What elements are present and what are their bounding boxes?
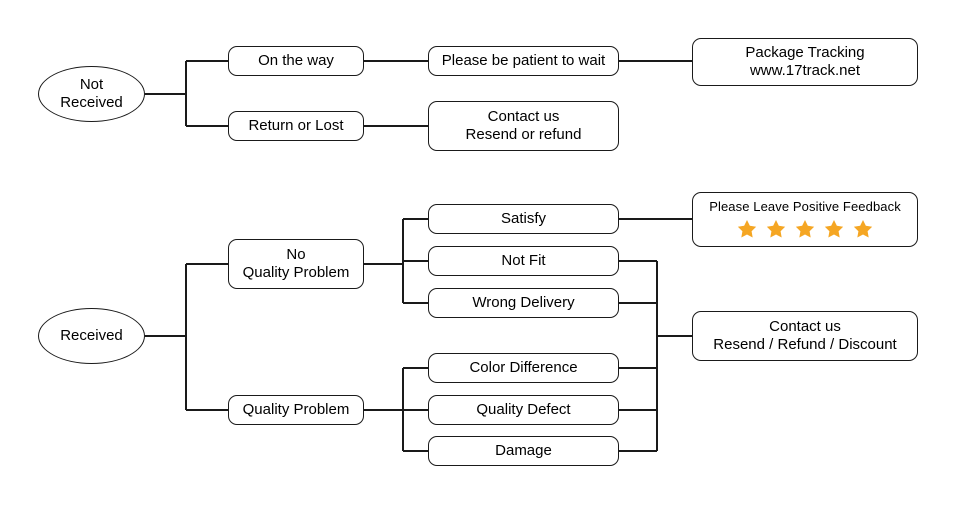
node-quality-problem-label: Quality Problem [242, 401, 350, 419]
star-rating[interactable] [736, 218, 874, 240]
positive-feedback-title: Please Leave Positive Feedback [709, 199, 901, 215]
node-on-the-way-label: On the way [258, 52, 334, 70]
node-satisfy-label: Satisfy [500, 210, 546, 228]
node-please-be-patient[interactable]: Please be patient to wait [428, 46, 619, 76]
node-quality-problem[interactable]: Quality Problem [228, 395, 364, 425]
node-contact-resend-refund[interactable]: Contact us Resend or refund [428, 101, 619, 151]
node-positive-feedback[interactable]: Please Leave Positive Feedback [692, 192, 918, 247]
node-color-difference[interactable]: Color Difference [428, 353, 619, 383]
node-contact-resend-refund-line2: Resend or refund [465, 126, 582, 143]
node-not-received-line2: Received [60, 94, 123, 111]
node-on-the-way[interactable]: On the way [228, 46, 364, 76]
node-contact-resend-refund-line1: Contact us [487, 108, 560, 126]
node-please-be-patient-label: Please be patient to wait [441, 52, 606, 70]
node-damage-label: Damage [495, 442, 552, 460]
node-not-received[interactable]: Not Received [38, 66, 145, 122]
node-contact-resend-refund-discount[interactable]: Contact us Resend / Refund / Discount [692, 311, 918, 361]
node-package-tracking-url: www.17track.net [749, 62, 861, 79]
node-not-received-line1: Not [79, 76, 104, 94]
node-satisfy[interactable]: Satisfy [428, 204, 619, 234]
node-no-quality-problem[interactable]: No Quality Problem [228, 239, 364, 289]
node-not-fit[interactable]: Not Fit [428, 246, 619, 276]
node-contact-discount-line1: Contact us [769, 318, 841, 336]
node-quality-defect[interactable]: Quality Defect [428, 395, 619, 425]
node-not-fit-label: Not Fit [501, 252, 546, 270]
node-received-label: Received [60, 327, 123, 345]
star-icon[interactable] [794, 218, 816, 240]
node-quality-defect-label: Quality Defect [476, 401, 571, 419]
node-color-difference-label: Color Difference [469, 359, 578, 377]
star-icon[interactable] [765, 218, 787, 240]
node-no-quality-problem-line2: Quality Problem [242, 264, 350, 281]
node-package-tracking[interactable]: Package Tracking www.17track.net [692, 38, 918, 86]
node-return-or-lost[interactable]: Return or Lost [228, 111, 364, 141]
node-wrong-delivery[interactable]: Wrong Delivery [428, 288, 619, 318]
star-icon[interactable] [823, 218, 845, 240]
node-no-quality-problem-line1: No [286, 246, 306, 264]
node-return-or-lost-label: Return or Lost [248, 117, 344, 135]
node-contact-discount-line2: Resend / Refund / Discount [713, 336, 897, 353]
node-wrong-delivery-label: Wrong Delivery [472, 294, 575, 312]
star-icon[interactable] [736, 218, 758, 240]
node-received[interactable]: Received [38, 308, 145, 364]
node-package-tracking-line1: Package Tracking [745, 44, 865, 62]
node-damage[interactable]: Damage [428, 436, 619, 466]
star-icon[interactable] [852, 218, 874, 240]
